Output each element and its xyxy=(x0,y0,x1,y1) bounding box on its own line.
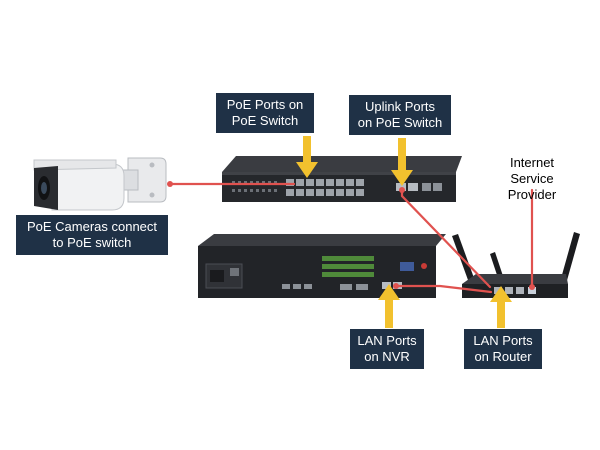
pointer-arrows xyxy=(296,136,512,328)
poe-port-grid xyxy=(286,179,364,196)
uplink-ports xyxy=(396,183,442,191)
alarm-terminal-blocks xyxy=(322,256,374,277)
poe-switch-icon xyxy=(222,156,462,202)
poe-cameras-label: PoE Cameras connect to PoE switch xyxy=(16,215,168,255)
poe-ports-label: PoE Ports on PoE Switch xyxy=(216,93,314,133)
bullet-camera-icon xyxy=(33,157,167,211)
uplink-ports-label: Uplink Ports on PoE Switch xyxy=(349,95,451,135)
wifi-router-icon xyxy=(452,232,580,298)
internet-service-provider-label: Internet Service Provider xyxy=(507,155,557,202)
lan-ports-nvr-label: LAN Ports on NVR xyxy=(350,329,424,369)
lan-ports-router-label: LAN Ports on Router xyxy=(464,329,542,369)
nvr-recorder-icon xyxy=(198,234,446,298)
